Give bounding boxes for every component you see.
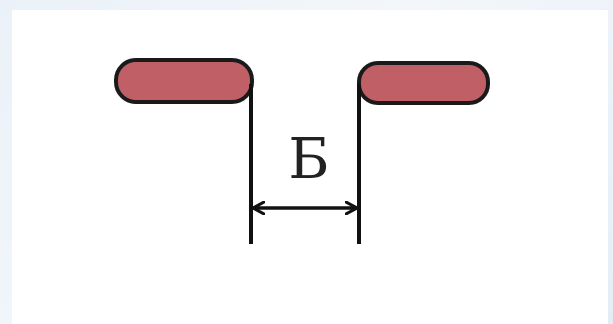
dimension-label: Б	[288, 127, 329, 192]
right-element-shape	[357, 61, 490, 105]
slide-panel	[12, 10, 608, 324]
left-element-shape	[114, 58, 254, 104]
